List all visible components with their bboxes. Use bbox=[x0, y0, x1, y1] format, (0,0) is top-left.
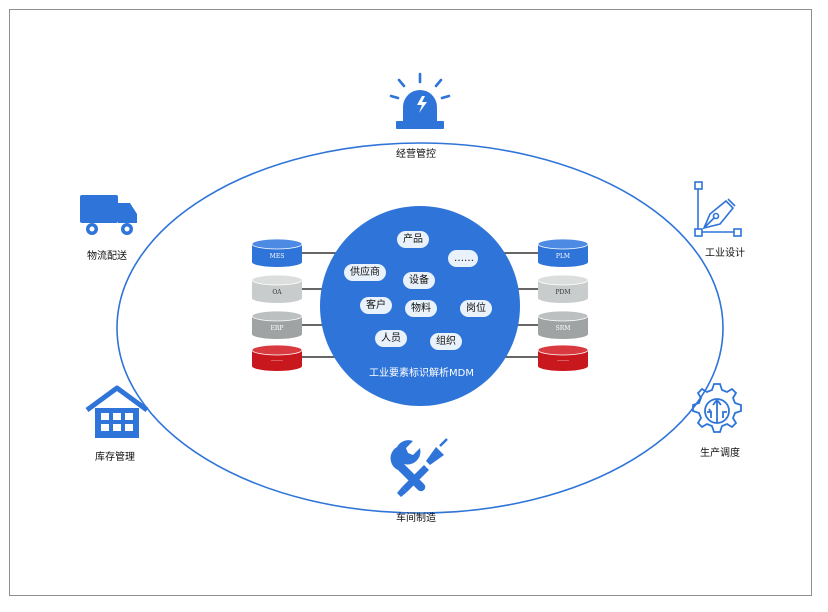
db-pdm bbox=[537, 274, 589, 303]
label-industrial-design: 工业设计 bbox=[705, 248, 745, 259]
alarm-icon bbox=[389, 72, 451, 129]
db-label-mes: MES bbox=[270, 253, 285, 260]
db-right-more bbox=[537, 344, 589, 371]
pill-customer: 客户 bbox=[360, 297, 392, 314]
pill-supplier: 供应商 bbox=[344, 264, 386, 281]
pill-material: 物料 bbox=[405, 300, 437, 317]
label-inventory: 库存管理 bbox=[95, 452, 135, 463]
truck-icon bbox=[80, 195, 137, 235]
db-label-left-more: …… bbox=[271, 356, 283, 363]
pill-equipment: 设备 bbox=[403, 272, 435, 289]
db-srm bbox=[537, 310, 589, 339]
db-label-right-more: …… bbox=[557, 356, 569, 363]
db-left-more bbox=[251, 344, 303, 371]
db-label-oa: OA bbox=[272, 289, 282, 296]
gear-icon bbox=[692, 383, 742, 433]
db-mes bbox=[251, 238, 303, 267]
pill-personnel: 人员 bbox=[375, 330, 407, 347]
tools-icon bbox=[390, 438, 448, 497]
db-label-srm: SRM bbox=[556, 325, 571, 332]
pill-product: 产品 bbox=[397, 231, 429, 248]
label-production-scheduling: 生产调度 bbox=[700, 448, 740, 459]
db-label-plm: PLM bbox=[556, 253, 570, 260]
db-erp bbox=[251, 310, 303, 339]
db-oa bbox=[251, 274, 303, 303]
label-workshop-manufacturing: 车间制造 bbox=[396, 513, 436, 524]
label-operation-control: 经营管控 bbox=[396, 149, 436, 160]
pill-organization: 组织 bbox=[430, 333, 462, 350]
pill-position: 岗位 bbox=[460, 300, 492, 317]
db-label-pdm: PDM bbox=[556, 289, 571, 296]
label-logistics: 物流配送 bbox=[87, 251, 127, 262]
outer-ellipse bbox=[116, 142, 724, 514]
pill-more: …… bbox=[448, 250, 478, 267]
db-plm bbox=[537, 238, 589, 267]
warehouse-icon bbox=[85, 385, 149, 438]
design-pen-icon bbox=[694, 181, 742, 237]
center-title: 工业要素标识解析MDM bbox=[369, 368, 474, 379]
db-label-erp: ERP bbox=[271, 325, 284, 332]
